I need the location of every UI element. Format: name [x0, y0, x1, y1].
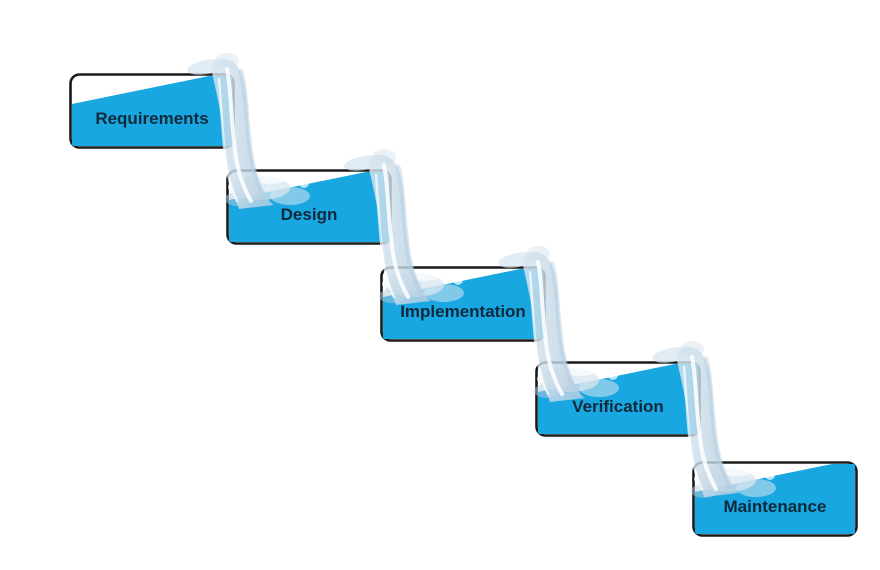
stage-requirements: Requirements [69, 73, 235, 149]
stage-maintenance: Maintenance [691, 461, 858, 537]
stage-label-design: Design [281, 205, 338, 224]
water-fill [695, 464, 855, 534]
water-fill [383, 269, 543, 339]
water-fill [229, 172, 389, 242]
stage-verification: Verification [534, 361, 701, 437]
stage-label-maintenance: Maintenance [724, 497, 827, 516]
water-fill [538, 364, 698, 434]
stage-label-verification: Verification [572, 397, 664, 416]
stage-label-implementation: Implementation [400, 302, 526, 321]
water-fill [72, 76, 232, 146]
stage-design: Design [225, 169, 392, 245]
stage-label-requirements: Requirements [95, 109, 208, 128]
